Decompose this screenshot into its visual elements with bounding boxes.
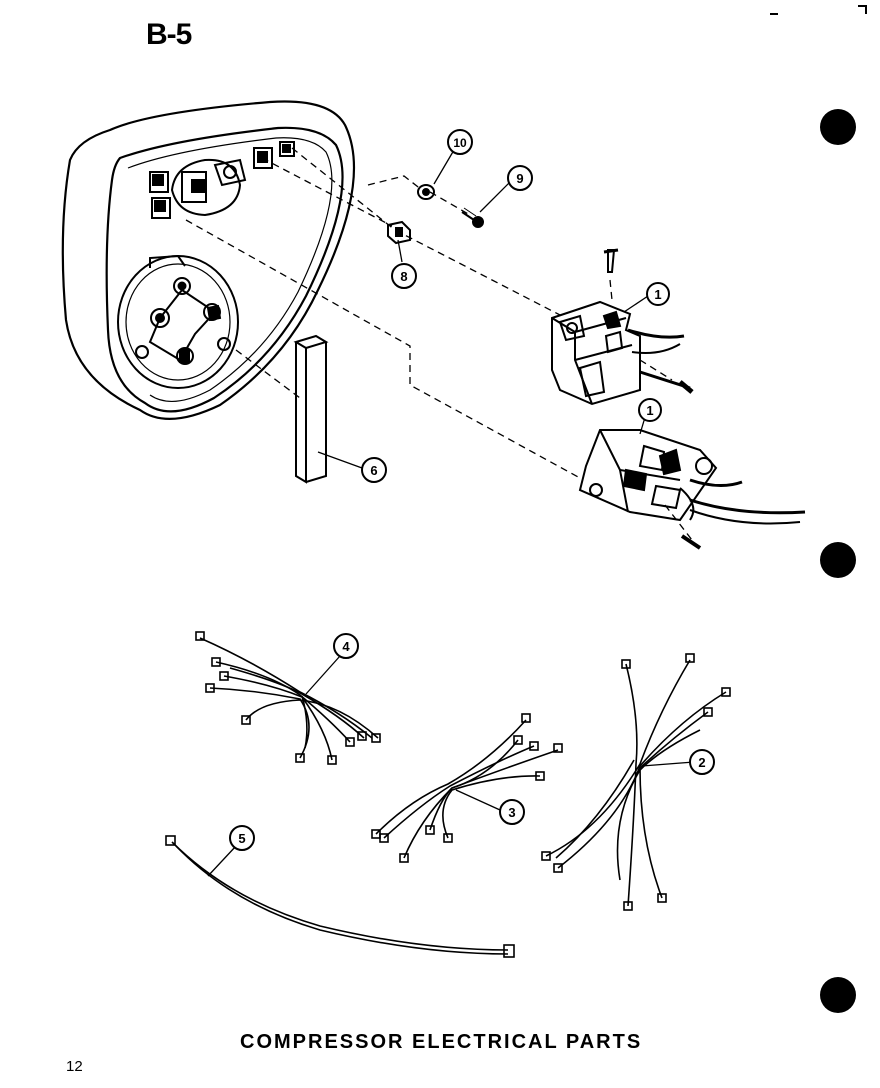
callout-bubble-insulator: 6 xyxy=(361,457,387,483)
wire-harness-4 xyxy=(195,631,381,765)
callout-label-lead-wire: 5 xyxy=(238,831,245,846)
binder-hole xyxy=(820,542,856,578)
page-number: 12 xyxy=(66,1058,83,1075)
leader-lines xyxy=(207,149,695,877)
callout-bubble-relay-upper: 1 xyxy=(646,282,670,306)
relay-upper-part xyxy=(551,248,694,406)
callout-label-harness-c: 3 xyxy=(508,805,515,820)
callout-label-harness-a: 4 xyxy=(342,639,350,654)
callout-label-insulator: 6 xyxy=(370,463,377,478)
callout-bubble-washer: 10 xyxy=(447,129,473,155)
callout-bubble-screw: 9 xyxy=(507,165,533,191)
callout-label-clip: 8 xyxy=(400,269,407,284)
diagram-caption: COMPRESSOR ELECTRICAL PARTS xyxy=(240,1031,643,1053)
washer-part xyxy=(417,184,435,200)
binder-hole xyxy=(820,109,856,145)
lead-wire-5 xyxy=(165,835,515,958)
callout-bubble-clip: 8 xyxy=(391,263,417,289)
wire-harness-2 xyxy=(541,653,731,911)
page-title: B-5 xyxy=(146,18,192,51)
compressor-terminal-plate xyxy=(117,254,239,389)
insulator-part xyxy=(293,334,329,484)
callout-bubble-harness-a: 4 xyxy=(333,633,359,659)
wire-harness-3 xyxy=(371,713,563,863)
housing-upper-terminal xyxy=(149,141,295,219)
callout-bubble-lead-wire: 5 xyxy=(229,825,255,851)
callout-label-washer: 10 xyxy=(453,136,467,150)
callout-bubble-harness-c: 3 xyxy=(499,799,525,825)
relay-lower-part xyxy=(578,429,806,550)
binder-hole xyxy=(820,977,856,1013)
callout-label-relay-lower: 1 xyxy=(646,403,653,418)
callout-bubble-harness-b: 2 xyxy=(689,749,715,775)
callout-label-harness-b: 2 xyxy=(698,755,705,770)
corner-marks xyxy=(770,5,867,15)
callout-label-relay-upper: 1 xyxy=(654,287,661,302)
callout-label-screw: 9 xyxy=(516,171,523,186)
callout-bubble-relay-lower: 1 xyxy=(638,398,662,422)
terminal-housing xyxy=(61,100,356,420)
screw-part xyxy=(461,207,484,228)
clip-part xyxy=(387,220,411,245)
assembly-lines xyxy=(185,147,693,541)
